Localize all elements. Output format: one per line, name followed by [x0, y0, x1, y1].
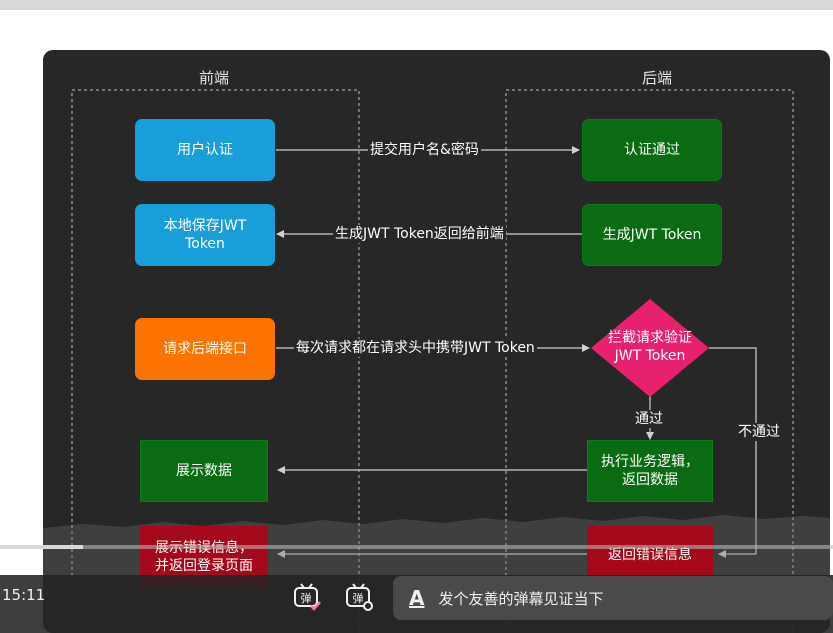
node-save-token-line2: Token	[185, 236, 225, 252]
node-show-data: 展示数据	[140, 440, 268, 502]
edge-label-submit: 提交用户名&密码	[368, 141, 481, 159]
current-time: 15:11	[2, 586, 46, 604]
danmaku-placeholder: 发个友善的弹幕见证当下	[438, 589, 604, 608]
node-exec-logic-line2: 返回数据	[622, 472, 678, 488]
edge-label-fail: 不通过	[736, 423, 782, 441]
danmaku-input[interactable]: A 发个友善的弹幕见证当下	[393, 576, 833, 620]
node-intercept-line1: 拦截请求验证	[608, 330, 692, 346]
svg-text:弹: 弹	[353, 591, 364, 605]
node-return-error: 返回错误信息	[587, 526, 713, 584]
intercept-diamond-shape	[591, 299, 709, 397]
danmaku-style-icon[interactable]: A	[409, 586, 425, 610]
node-intercept-line2: JWT Token	[614, 348, 686, 364]
node-gen-token-label: 生成JWT Token	[602, 227, 702, 243]
node-request-api: 请求后端接口	[135, 318, 275, 380]
node-exec-logic: 执行业务逻辑， 返回数据	[587, 440, 713, 502]
edge-label-carry-token: 每次请求都在请求头中携带JWT Token	[294, 339, 537, 357]
frontend-group	[71, 89, 360, 633]
node-show-error-line2: 并返回登录页面	[155, 558, 253, 574]
edge-label-return-token: 生成JWT Token返回给前端	[333, 225, 506, 243]
node-exec-logic-line1: 执行业务逻辑，	[601, 454, 699, 470]
node-save-token-line1: 本地保存JWT	[163, 218, 247, 234]
progress-track[interactable]	[0, 545, 833, 549]
arrow-fail	[709, 347, 757, 558]
backend-column-title: 后端	[642, 69, 673, 87]
backend-group	[505, 89, 794, 633]
node-user-auth-label: 用户认证	[177, 142, 233, 158]
node-show-data-label: 展示数据	[176, 463, 232, 479]
danmaku-toggle-icon[interactable]: 弹	[292, 582, 322, 612]
top-cropped-strip	[0, 0, 833, 10]
node-gen-token: 生成JWT Token	[582, 204, 722, 266]
danmaku-settings-icon[interactable]: 弹	[344, 582, 374, 612]
progress-fill	[0, 545, 83, 549]
node-intercept: 拦截请求验证 JWT Token	[596, 324, 704, 370]
node-auth-pass: 认证通过	[582, 119, 722, 181]
node-return-error-label: 返回错误信息	[608, 547, 692, 563]
node-auth-pass-label: 认证通过	[624, 142, 680, 158]
node-request-api-label: 请求后端接口	[163, 341, 247, 357]
svg-text:弹: 弹	[301, 591, 312, 605]
node-save-token: 本地保存JWT Token	[135, 204, 275, 266]
node-user-auth: 用户认证	[135, 119, 275, 181]
frontend-column-title: 前端	[199, 69, 230, 87]
edge-label-pass: 通过	[633, 410, 665, 428]
